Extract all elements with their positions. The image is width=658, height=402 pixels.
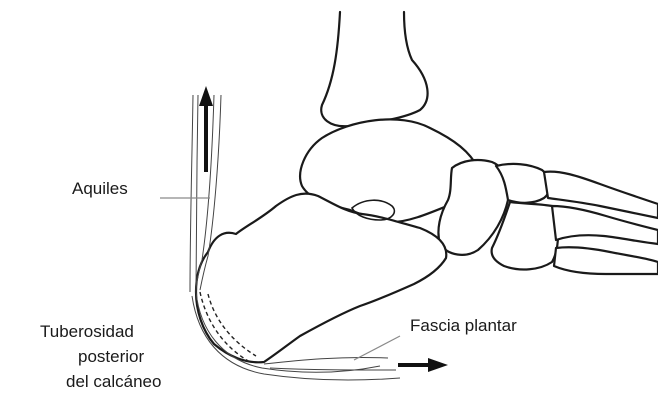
tibia-bone (321, 12, 427, 126)
plantar-leader-line (354, 336, 400, 360)
achilles-tendon-fiber-1 (190, 95, 193, 292)
metatarsal-3 (554, 247, 658, 274)
label-achilles: Aquiles (72, 179, 128, 199)
label-tuberosity-line2: posterior (78, 347, 144, 367)
plantar-fascia-fiber-3 (264, 357, 388, 364)
plantar-arrow-head (428, 358, 448, 372)
label-tuberosity-line3: del calcáneo (66, 372, 161, 392)
label-plantar-fascia: Fascia plantar (410, 316, 517, 336)
plantar-fascia-fiber-4 (270, 368, 396, 370)
achilles-tendon-fiber-2 (196, 95, 198, 290)
label-tuberosity-line1: Tuberosidad (40, 322, 134, 342)
achilles-arrow-head (199, 86, 213, 106)
